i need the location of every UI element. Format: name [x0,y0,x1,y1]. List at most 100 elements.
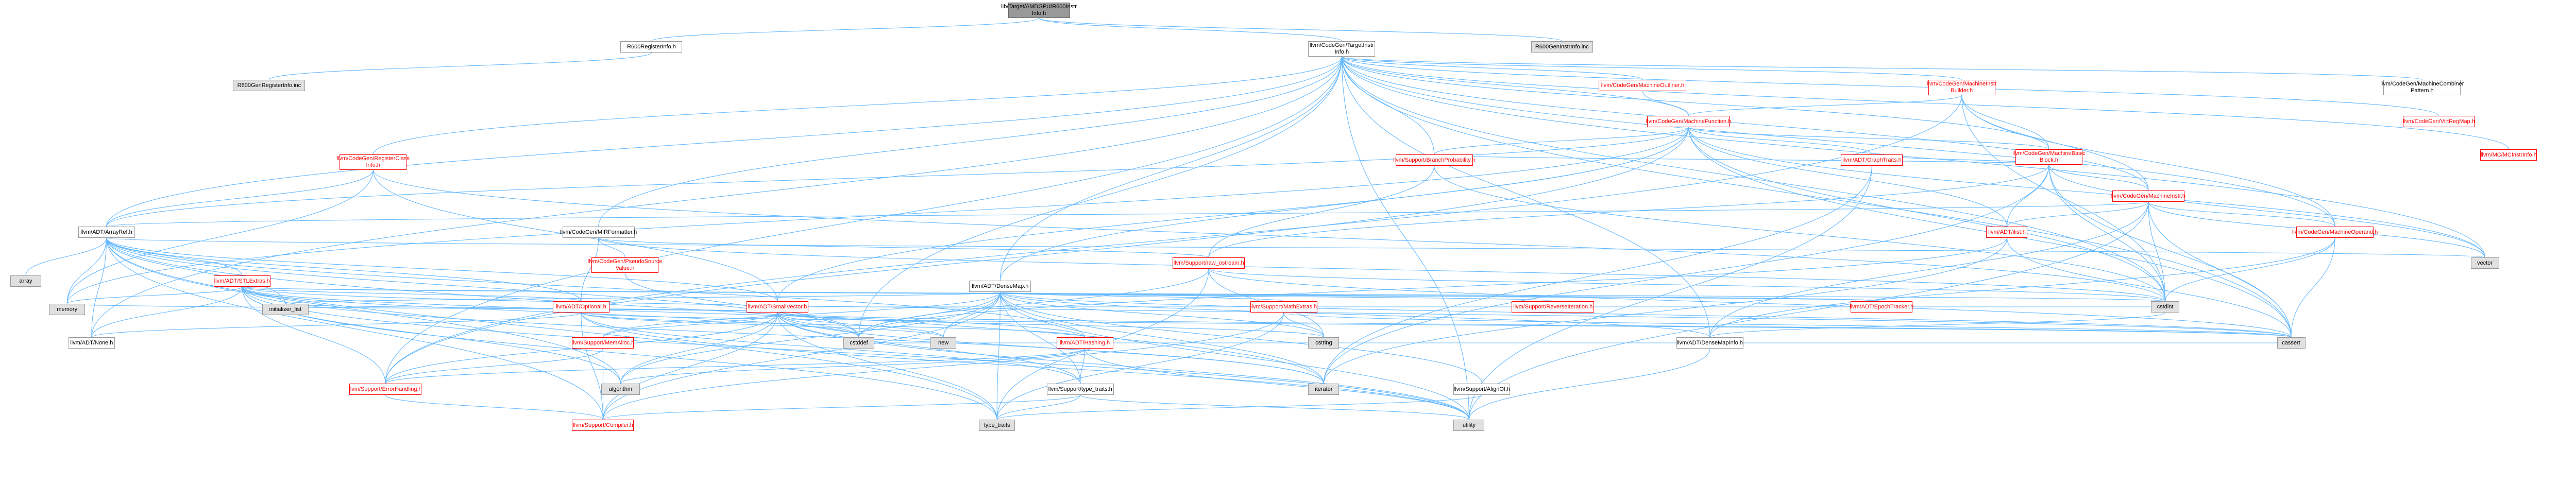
edge-smallvec-to-cassert [777,312,2292,338]
edge-optional-to-new [581,312,944,338]
graph-node-mop[interactable]: llvm/CodeGen/MachineOperand.h [2292,227,2378,238]
edge-bp-to-rawos [1208,165,1435,258]
edge-smallvec-to-compiler [602,312,778,420]
edge-mi-to-mop [2148,201,2335,227]
edge-densemapinfo-to-utility [1468,348,1710,420]
edge-smallvec-to-algorithm [620,312,778,384]
graph-node-none[interactable]: llvm/ADT/None.h [68,337,115,349]
edge-tii-to-vector [1341,56,2485,258]
graph-node-cassert[interactable]: cassert [2277,337,2306,349]
edge-mib-to-mop [1961,95,2335,227]
graph-node-r600reginfo[interactable]: R600RegisterInfo.h [620,41,683,53]
graph-node-utility[interactable]: utility [1453,420,1485,431]
graph-node-algorithm[interactable]: algorithm [601,384,640,395]
graph-node-mo[interactable]: llvm/CodeGen/MachineOutliner.h [1599,80,1687,91]
graph-node-bp[interactable]: llvm/Support/BranchProbability.h [1393,154,1475,166]
graph-node-rci[interactable]: llvm/CodeGen/RegisterClass Info.h [337,154,410,170]
edge-densemap-to-cstring [999,291,1324,338]
edge-mbb-to-mi [2048,164,2149,191]
graph-node-epoch[interactable]: llvm/ADT/EpochTracker.h [1850,301,1913,313]
graph-node-errh[interactable]: llvm/Support/ErrorHandling.h [349,384,422,395]
graph-node-gt[interactable]: llvm/ADT/GraphTraits.h [1841,154,1903,166]
graph-node-optional[interactable]: llvm/ADT/Optional.h [552,301,609,313]
edge-mbb-to-iterator [1323,164,2049,384]
edge-mop-to-cassert [2291,237,2335,338]
graph-node-densemap[interactable]: llvm/ADT/DenseMap.h [969,281,1031,292]
graph-node-type_traits[interactable]: type_traits [979,420,1015,431]
graph-node-r600genreg[interactable]: R600GenRegisterInfo.inc [233,80,306,91]
edge-tii-to-mop [1341,56,2335,227]
edge-mf-to-bp [1434,127,1689,155]
graph-node-pseudo[interactable]: llvm/CodeGen/PseudoSource Value.h [588,257,663,273]
edge-mathextras-to-cstring [1283,312,1324,338]
graph-node-array[interactable]: array [10,275,41,287]
edge-gt-to-utility [1468,165,1873,420]
edge-tii-to-mcinstr [1341,56,2509,150]
graph-node-vector[interactable]: vector [2470,257,2499,269]
edge-smallvec-to-type_traits [777,312,997,420]
graph-node-typetraits[interactable]: llvm/Support/type_traits.h [1046,384,1114,395]
graph-node-stlextras[interactable]: llvm/ADT/STLExtras.h [213,275,270,287]
edge-errh-to-compiler [385,394,604,420]
graph-node-memalloc[interactable]: llvm/Support/MemAlloc.h [572,337,634,349]
graph-node-alignof[interactable]: llvm/Support/AlignOf.h [1453,384,1511,395]
graph-node-mbb[interactable]: llvm/CodeGen/MachineBasic Block.h [2012,149,2086,165]
edge-stlextras-to-optional [242,286,582,302]
graph-node-arrayref[interactable]: llvm/ADT/ArrayRef.h [78,227,135,238]
graph-node-mirf[interactable]: llvm/CodeGen/MIRFormatter.h [560,227,637,238]
edge-tii-to-densemapinfo [1341,56,1710,338]
graph-node-mathextras[interactable]: llvm/Support/MathExtras.h [1250,301,1317,313]
edge-tii-to-mcp [1341,56,2422,80]
graph-node-revit[interactable]: llvm/Support/ReverseIteration.h [1512,301,1595,313]
graph-node-cstring[interactable]: cstring [1308,337,1340,349]
edge-tii-to-mo [1341,56,1643,80]
edge-bp-to-cstdint [1434,165,2166,302]
graph-node-hashing[interactable]: llvm/ADT/Hashing.h [1056,337,1113,349]
graph-node-densemapinfo[interactable]: llvm/ADT/DenseMapInfo.h [1676,337,1743,349]
edge-densemapinfo-to-cstdint [1709,312,2166,338]
edge-tii-to-cstddef [858,56,1342,338]
graph-node-cstdint[interactable]: cstdint [2151,301,2180,313]
graph-node-mi[interactable]: llvm/CodeGen/MachineInstr.h [2111,190,2185,202]
graph-node-r600geninstr[interactable]: R600GenInstrInfo.inc [1531,41,1593,53]
edge-typetraits-to-type_traits [996,394,1081,420]
edge-mbb-to-ilist [2006,164,2049,227]
edge-optional-to-hashing [581,312,1086,338]
graph-node-mf[interactable]: llvm/CodeGen/MachineFunction.h [1646,116,1731,127]
graph-node-compiler[interactable]: llvm/Support/Compiler.h [572,420,634,431]
edge-mf-to-vector [1688,127,2485,258]
graph-node-ilist[interactable]: llvm/ADT/ilist.h [1986,227,2028,238]
edge-alignof-to-type_traits [996,394,1482,420]
edge-smallvec-to-cstring [777,312,1324,338]
edge-root-to-tii [1039,18,1342,42]
edge-tii-to-bp [1341,56,1435,155]
edge-r600reginfo-to-r600genreg [268,52,652,80]
graph-node-memory[interactable]: memory [49,304,86,315]
edge-mf-to-arrayref [106,127,1689,227]
graph-node-mib[interactable]: llvm/CodeGen/MachineInstr Builder.h [1927,80,1997,95]
edge-hashing-to-errh [385,348,1086,384]
edge-mi-to-densemapinfo [1709,201,2149,338]
edge-mirf-to-rawos [598,237,1209,258]
edge-stlextras-to-hashing [242,286,1086,338]
graph-node-initlist[interactable]: initializer_list [262,304,309,315]
graph-node-vrm[interactable]: llvm/CodeGen/VirtRegMap.h [2402,116,2475,127]
graph-node-cstddef[interactable]: cstddef [843,337,874,349]
graph-node-mcp[interactable]: llvm/CodeGen/MachineCombiner Pattern.h [2380,80,2464,95]
edge-arrayref-to-type_traits [106,237,997,420]
edge-optional-to-utility [581,312,1469,420]
graph-node-mcinstr[interactable]: llvm/MC/MCInstrInfo.h [2480,149,2537,161]
graph-node-root[interactable]: lib/Target/AMDGPU/R600Instr Info.h [1001,3,1077,18]
edge-tii-to-rci [372,56,1342,155]
edge-mbb-to-vector [2048,164,2485,258]
edge-stlextras-to-errh [242,286,386,384]
edge-densemap-to-cstddef [858,291,1001,338]
graph-node-rawos[interactable]: llvm/Support/raw_ostream.h [1173,257,1245,269]
graph-node-smallvec[interactable]: llvm/ADT/SmallVector.h [746,301,808,313]
edge-mib-to-mf [1688,95,1962,116]
graph-node-tii[interactable]: llvm/CodeGen/TargetInstr Info.h [1308,41,1376,57]
graph-node-new[interactable]: new [930,337,957,349]
graph-node-iterator[interactable]: iterator [1308,384,1340,395]
edge-densemap-to-initlist [285,291,1001,304]
